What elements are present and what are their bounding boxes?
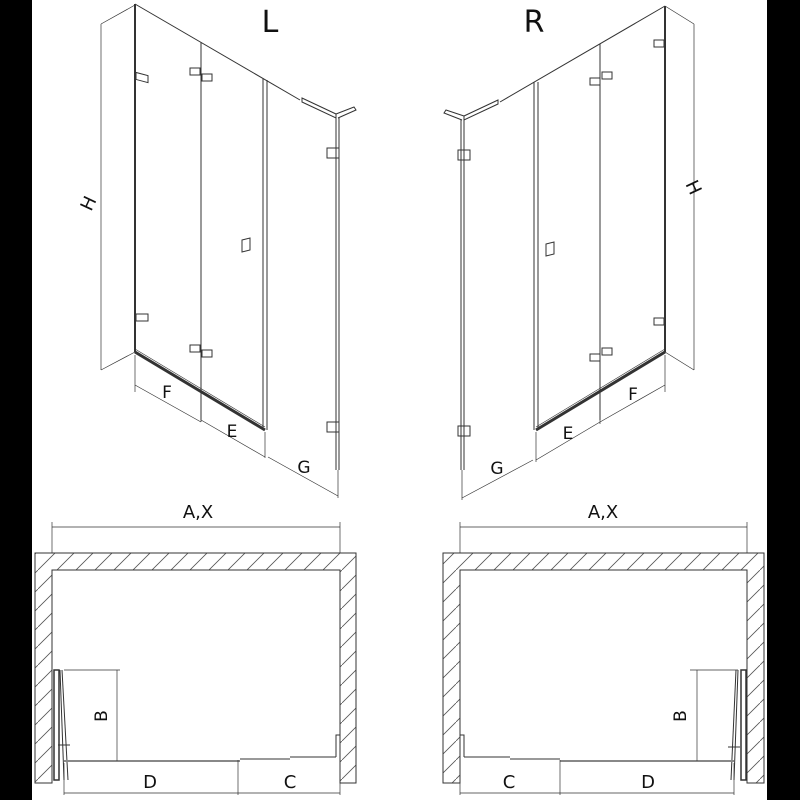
wall-clamp-icon: [326, 147, 340, 159]
hinge-icon: [135, 71, 149, 84]
view-title-right: R: [524, 5, 545, 40]
width-label-left: A,X: [183, 502, 213, 523]
segment-label-e-left: E: [227, 422, 238, 442]
c-label-right: C: [503, 772, 516, 793]
segment-label-f-right: F: [628, 385, 638, 405]
width-label-right: A,X: [588, 502, 618, 523]
right-plan-view: A,X B C D: [442, 502, 765, 795]
handle-icon: [241, 237, 251, 253]
segment-label-f-left: F: [162, 383, 172, 403]
view-title-left: L: [262, 5, 279, 40]
left-elevation-view: L H: [77, 3, 357, 498]
d-label-right: D: [641, 772, 655, 793]
c-label-left: C: [284, 772, 297, 793]
drawing-canvas: [32, 0, 767, 800]
segment-label-e-right: E: [563, 424, 574, 444]
height-label-right: H: [681, 177, 706, 198]
d-label-left: D: [143, 772, 157, 793]
segment-label-g-left: G: [297, 458, 310, 478]
segment-label-g-right: G: [490, 459, 503, 479]
height-label-left: H: [77, 193, 102, 214]
left-plan-view: A,X B D C: [34, 502, 357, 795]
wall-hatched: [34, 552, 357, 784]
depth-label-right: B: [671, 710, 691, 722]
right-elevation-view: R H F E G: [443, 5, 706, 500]
depth-label-left: B: [92, 710, 112, 722]
